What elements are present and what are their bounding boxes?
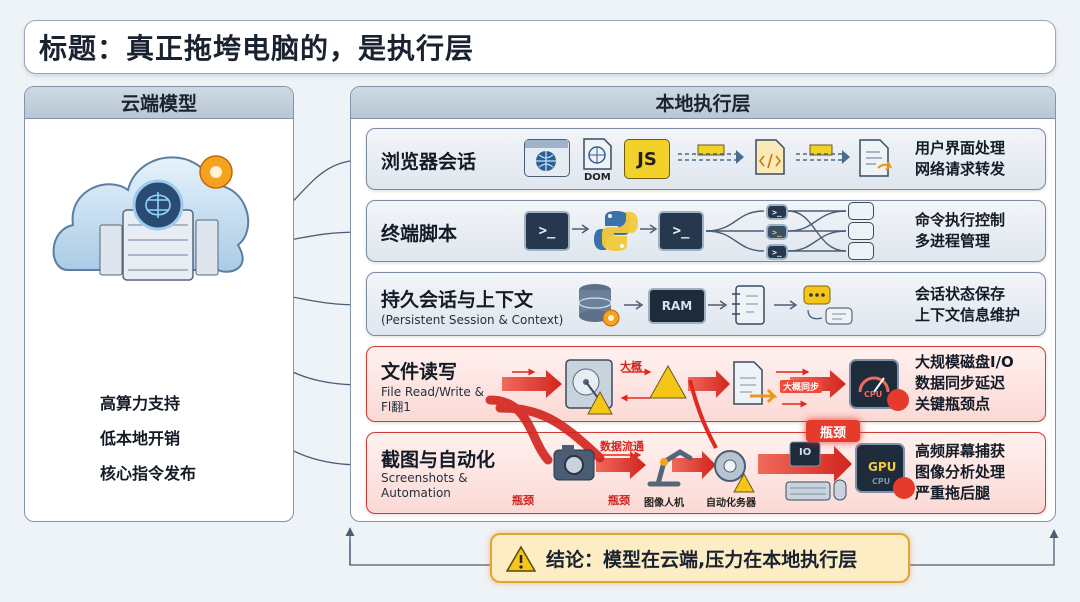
- io-chip-label: IO: [799, 447, 812, 458]
- automation-server-label: 自动化务器: [706, 498, 756, 509]
- row-subtitle: File Read/Write & Fl翻1: [381, 385, 484, 414]
- ram-chip-icon: RAM: [648, 288, 706, 324]
- row-desc-line: 会话状态保存: [915, 285, 1006, 303]
- cloud-server-illustration: [52, 155, 250, 281]
- terminal-icon: >_: [658, 211, 704, 251]
- row-desc: 用户界面处理 网络请求转发: [915, 138, 1005, 180]
- process-fanout-lines: [706, 210, 847, 252]
- conclusion-text: 结论：模型在云端,压力在本地执行层: [546, 548, 858, 571]
- row-desc-line: 用户界面处理: [915, 139, 1006, 157]
- arrow-icon: [774, 300, 798, 310]
- row-desc-line: 多进程管理: [915, 232, 991, 250]
- cloud-item-high-compute: 高算力支持: [100, 394, 181, 413]
- row-browser-session: 浏览器会话 用户界面处理 网络请求转发: [366, 128, 1046, 190]
- data-flow-arrow-icon: [796, 144, 850, 164]
- bottleneck-label: 瓶颈: [608, 494, 630, 507]
- row-subtitle: (Persistent Session & Context): [381, 313, 564, 327]
- cpu-label: CPU: [872, 477, 891, 486]
- row-title: 文件读写: [381, 361, 458, 383]
- row-desc-line: 图像分析处理: [915, 463, 1006, 481]
- code-file-icon: [752, 138, 788, 176]
- browser-window-icon: [524, 139, 570, 177]
- terminal-small-icon: >_: [766, 204, 788, 220]
- row-desc: 会话状态保存 上下文信息维护: [915, 284, 1020, 326]
- arrow-icon: [624, 300, 644, 310]
- warning-icon: [506, 545, 536, 572]
- row-subtitle: Screenshots & Automation: [381, 471, 468, 500]
- row-title: 浏览器会话: [381, 151, 477, 173]
- python-icon: [592, 208, 640, 254]
- cloud-item-low-local-cost: 低本地开销: [100, 429, 181, 448]
- local-panel-heading: 本地执行层: [351, 87, 1055, 119]
- javascript-icon: JS: [624, 139, 670, 179]
- cpu-label: CPU: [864, 390, 883, 399]
- row-title: 终端脚本: [381, 223, 458, 245]
- dom-document-icon: [580, 137, 614, 171]
- image-robot-label: 图像人机: [644, 498, 684, 509]
- data-flow-label: 数据流通: [600, 440, 644, 453]
- terminal-small-icon: >_: [766, 224, 788, 240]
- arrow-icon: [640, 224, 658, 234]
- data-flow-arrow-icon: [678, 144, 744, 164]
- row-desc-line: 严重拖后腿: [915, 484, 991, 502]
- bottleneck-label: 瓶颈: [512, 494, 534, 507]
- row-desc-line: 高频屏幕捕获: [915, 442, 1006, 460]
- row-desc: 命令执行控制 多进程管理: [915, 210, 1005, 252]
- row-title: 截图与自动化: [381, 449, 496, 471]
- terminal-small-icon: >_: [766, 244, 788, 260]
- database-icon: [577, 282, 621, 330]
- cloud-panel-heading: 云端模型: [25, 87, 293, 119]
- forward-document-icon: [856, 138, 896, 180]
- row-desc-line: 网络请求转发: [915, 160, 1006, 178]
- list-icon: [848, 222, 874, 240]
- row-desc-line: 大规模磁盘I/O: [915, 353, 1014, 371]
- sync-label: 大概同步: [780, 380, 823, 393]
- arrow-icon: [572, 224, 590, 234]
- list-icon: [848, 242, 874, 260]
- bottleneck-label: 大概: [620, 360, 642, 373]
- row-desc: 大规模磁盘I/O 数据同步延迟 关键瓶颈点: [915, 352, 1014, 415]
- arrow-icon: [708, 300, 728, 310]
- row-desc-line: 数据同步延迟: [915, 374, 1006, 392]
- cloud-item-core-instructions: 核心指令发布: [100, 464, 197, 483]
- conclusion-banner: 结论：模型在云端,压力在本地执行层: [490, 533, 910, 583]
- dom-label: DOM: [584, 172, 611, 183]
- gpu-label: GPU: [868, 460, 897, 474]
- row-desc-line: 上下文信息维护: [915, 306, 1021, 324]
- row-desc-line: 命令执行控制: [915, 211, 1006, 229]
- bottleneck-badge: 瓶颈: [806, 420, 860, 442]
- chat-bubbles-icon: [800, 284, 858, 330]
- notebook-icon: [730, 284, 770, 328]
- row-desc: 高频屏幕捕获 图像分析处理 严重拖后腿: [915, 441, 1005, 504]
- row-persistent-session: 持久会话与上下文 (Persistent Session & Context) …: [366, 272, 1046, 336]
- terminal-icon: >_: [524, 211, 570, 251]
- list-icon: [848, 202, 874, 220]
- row-title: 持久会话与上下文: [381, 289, 534, 311]
- row-desc-line: 关键瓶颈点: [915, 395, 991, 413]
- page-title: 标题：真正拖垮电脑的，是执行层: [24, 20, 1056, 74]
